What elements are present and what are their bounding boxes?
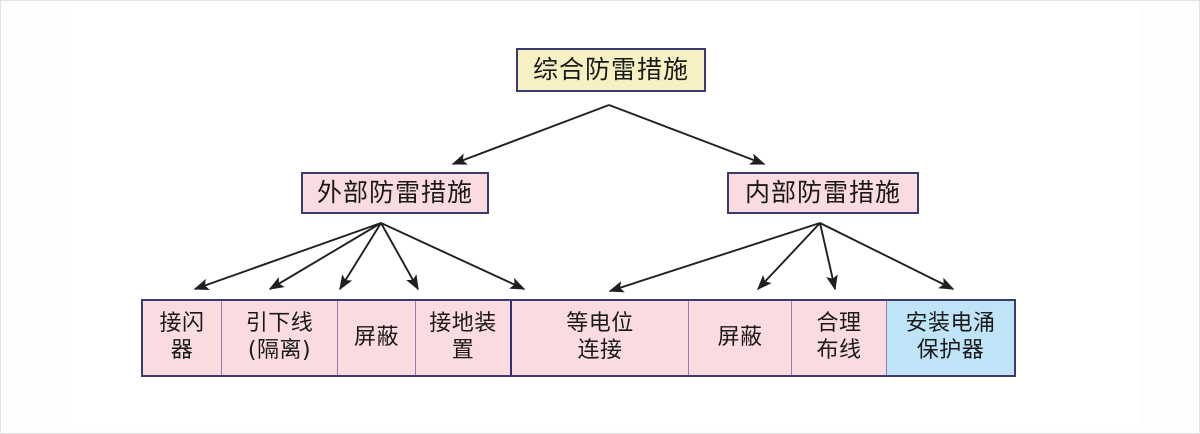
leaf-reasonable-wiring[interactable]: 合理 布线 — [792, 301, 887, 375]
leaf-install-surge-protective-device[interactable]: 安装电涌 保护器 — [887, 301, 1014, 375]
node-root-comprehensive-lightning-protection[interactable]: 综合防雷措施 — [516, 48, 706, 92]
node-external-lightning-protection[interactable]: 外部防雷措施 — [301, 172, 489, 214]
node-internal-lightning-protection[interactable]: 内部防雷措施 — [727, 172, 919, 214]
leaf-air-termination[interactable]: 接闪 器 — [143, 301, 222, 375]
leaf-row: 接闪 器 引下线 (隔离) 屏蔽 接地装 置 等电位 连接 屏蔽 合理 布线 安… — [141, 299, 1016, 377]
leaf-grounding-device[interactable]: 接地装 置 — [416, 301, 512, 375]
leaf-shielding-internal[interactable]: 屏蔽 — [689, 301, 792, 375]
leaf-shielding-external[interactable]: 屏蔽 — [338, 301, 416, 375]
leaf-equipotential-bonding[interactable]: 等电位 连接 — [512, 301, 689, 375]
leaf-down-conductor[interactable]: 引下线 (隔离) — [222, 301, 338, 375]
